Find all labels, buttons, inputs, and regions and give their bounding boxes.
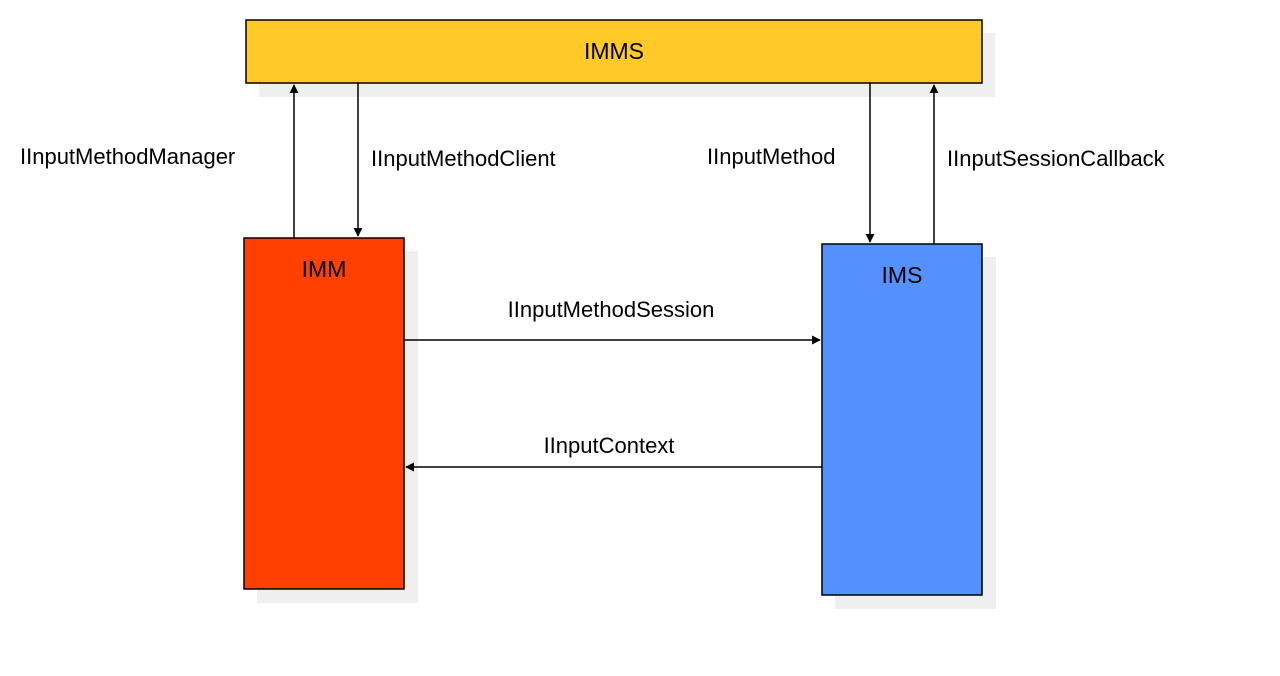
imms-box: IMMS [245,19,983,84]
ims-box-rect [821,243,983,596]
imm-box: IMM [243,237,405,590]
imm-box-rect [243,237,405,590]
imms-label: IMMS [584,38,644,64]
input-method-label: IInputMethod [707,144,835,169]
input-session-callback-label: IInputSessionCallback [947,146,1166,171]
input-context-label: IInputContext [544,433,675,458]
imms-box-rect [245,19,983,84]
ims-label: IMS [882,262,923,288]
imm-label: IMM [302,256,347,282]
ims-box: IMS [821,243,983,596]
input-method-session-label: IInputMethodSession [508,297,715,322]
input-method-manager-label: IInputMethodManager [20,144,235,169]
input-method-client-label: IInputMethodClient [371,146,556,171]
